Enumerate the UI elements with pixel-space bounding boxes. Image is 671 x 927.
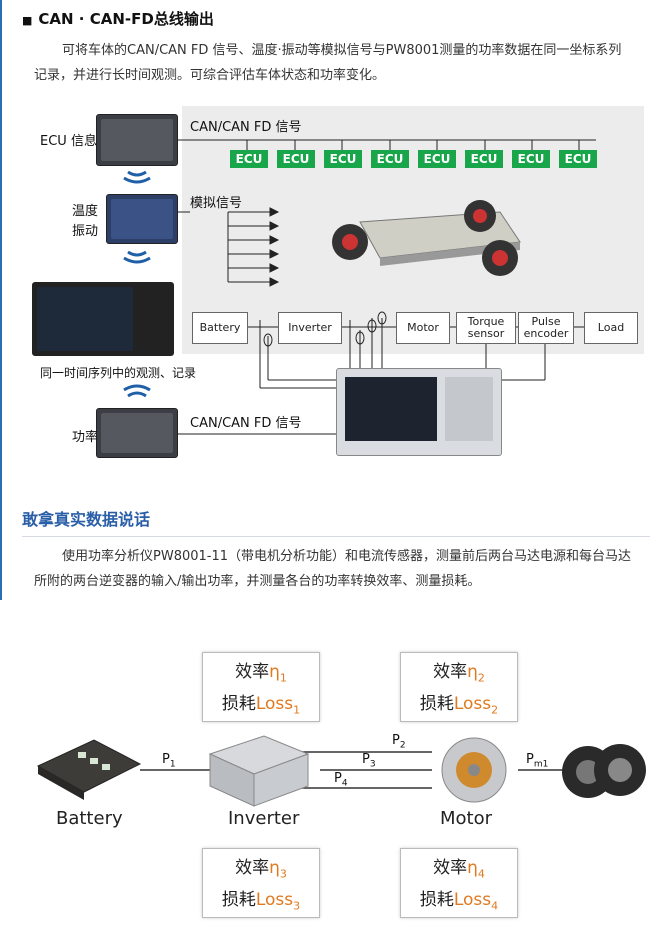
logger-caption: 同一时间序列中的观测、记录 [40,366,197,380]
inverter-image [208,735,310,807]
measurement-paragraph: 使用功率分析仪PW8001-11（带电机分析功能）和电流传感器，测量前后两台马达… [34,549,632,589]
left-accent-rule [0,0,2,600]
ecu-chip: ECU [418,150,456,168]
section-title-can: ■ CAN · CAN-FD总线输出 [22,8,214,29]
ecu-chip: ECU [512,150,550,168]
motor-label: Motor [440,808,493,829]
callout-motor: 效率η2 损耗Loss2 [400,652,518,722]
chain-inverter-box: Inverter [278,312,342,344]
temperature-vibration-unit [106,194,178,244]
pm1-label: Pm1 [526,752,549,770]
wireless-icon-2 [123,250,151,264]
signal-lines [123,139,596,435]
p4-label: P4 [334,771,348,789]
battery-pack-image [36,739,142,800]
callout-motor-output: 效率η4 损耗Loss4 [400,848,518,918]
wheels-image [562,744,646,798]
section-divider [22,536,650,537]
chain-battery-box: Battery [192,312,248,344]
chain-torque-box: Torque sensor [456,312,516,344]
ecu-chip: ECU [465,150,503,168]
callout-inverter-input: 效率η1 损耗Loss1 [202,652,320,722]
analyzer-keypad [445,377,493,441]
motor-image [441,737,507,803]
temperature-label: 温度 [72,204,99,219]
can-signal-bottom-label: CAN/CAN FD 信号 [190,416,302,431]
ecu-chip: ECU [559,150,597,168]
p2-label: P2 [392,733,406,751]
power-logger-device [96,408,178,458]
chain-pulse-box: Pulse encoder [518,312,574,344]
section-title-real-data: 敢拿真实数据说话 [22,510,151,529]
ecu-info-label: ECU 信息 [40,134,97,149]
inverter-label: Inverter [228,808,300,829]
analyzer-screen [345,377,437,441]
ecu-logger-device [96,114,178,166]
ecu-chip: ECU [371,150,409,168]
chain-motor-box: Motor [396,312,450,344]
wireless-icon-1 [123,170,151,184]
power-analyzer-instrument [336,368,502,456]
battery-label: Battery [56,808,123,829]
vehicle-chassis-image [332,200,521,276]
p1-label: P1 [162,752,176,770]
p3-label: P3 [362,752,376,770]
can-signal-top-label: CAN/CAN FD 信号 [190,120,302,135]
section-title-text: CAN · CAN-FD总线输出 [38,10,214,28]
wireless-icon-3 [123,384,151,398]
analog-signal-label: 模拟信号 [190,196,243,211]
chain-load-box: Load [584,312,638,344]
data-logger-screen [32,282,174,356]
power-label: 功率 [72,430,99,445]
ecu-chip: ECU [324,150,362,168]
intro-paragraph: 可将车体的CAN/CAN FD 信号、温度·振动等模拟信号与PW8001测量的功… [34,43,622,83]
ecu-chip: ECU [230,150,268,168]
ecu-chip: ECU [277,150,315,168]
square-bullet-icon: ■ [22,14,33,27]
vibration-label: 振动 [72,224,99,239]
callout-inverter-output: 效率η3 损耗Loss3 [202,848,320,918]
